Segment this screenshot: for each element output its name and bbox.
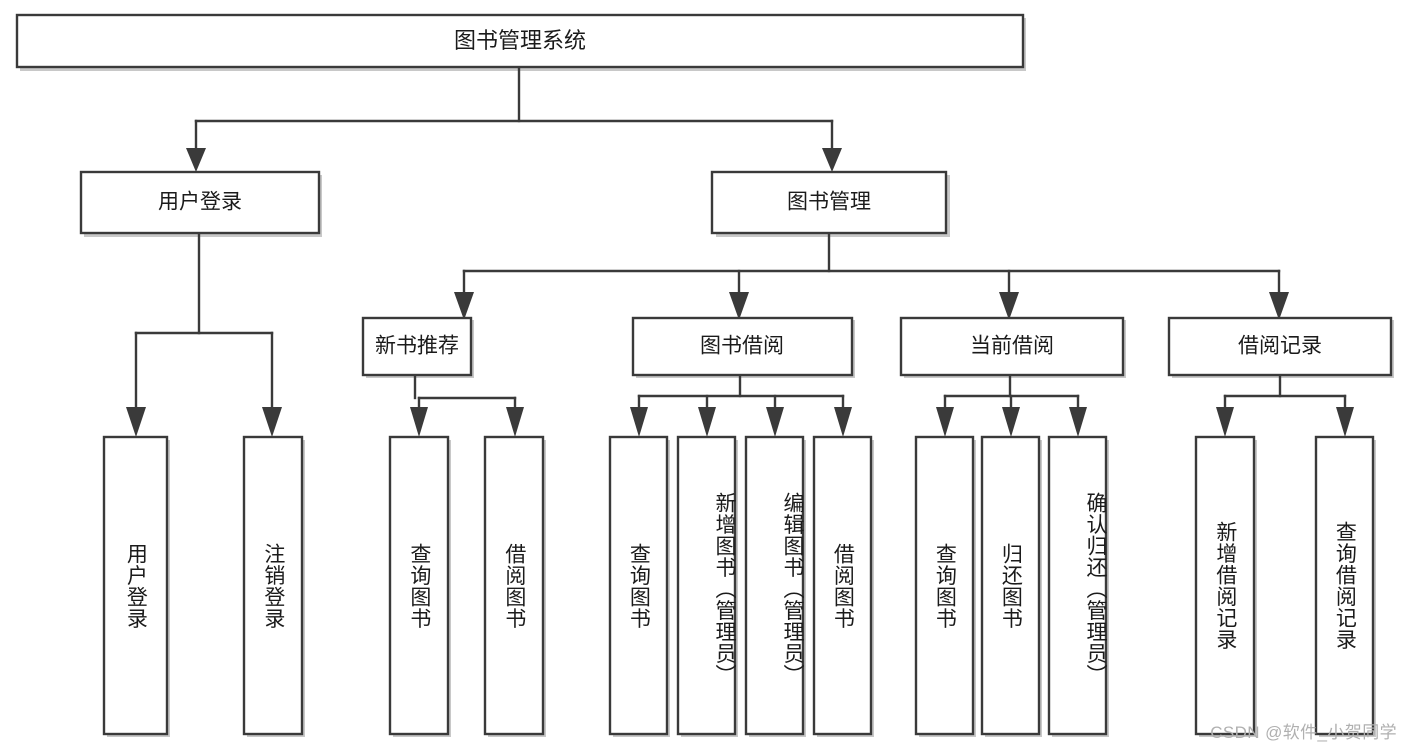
node-book-borrow-label: 图书借阅	[700, 335, 784, 358]
node-user-login-label: 用户登录	[158, 191, 242, 214]
leaf-user-login-1-box[interactable]	[102, 435, 169, 736]
arrow-heads	[126, 148, 1354, 437]
node-root-label: 图书管理系统	[454, 28, 586, 53]
leaf-book-borrow-3-box[interactable]	[744, 435, 805, 736]
node-new-book-rec-label: 新书推荐	[375, 335, 459, 358]
leaf-current-borrow-3-box[interactable]	[1047, 435, 1108, 736]
leaf-current-borrow-1-box[interactable]	[914, 435, 975, 736]
connector-edges	[134, 64, 1347, 418]
node-boxes	[15, 13, 1393, 736]
leaf-new-book-rec-2-box[interactable]	[483, 435, 545, 736]
node-borrow-record-label: 借阅记录	[1238, 335, 1322, 358]
node-book-borrow-box[interactable]	[631, 316, 854, 377]
node-book-manage-label: 图书管理	[787, 191, 871, 214]
node-user-login-box[interactable]	[79, 170, 321, 235]
node-book-manage-box[interactable]	[710, 170, 948, 235]
node-root-box[interactable]	[15, 13, 1025, 69]
horizontal-node-labels: 图书管理系统 用户登录 图书管理 新书推荐 图书借阅 当前借阅 借阅记录	[158, 28, 1322, 358]
leaf-book-borrow-2-box[interactable]	[676, 435, 737, 736]
leaf-book-borrow-1-box[interactable]	[608, 435, 669, 736]
leaf-borrow-record-2-box[interactable]	[1314, 435, 1375, 736]
leaf-user-login-2-box[interactable]	[242, 435, 304, 736]
node-borrow-record-box[interactable]	[1167, 316, 1393, 377]
leaf-book-borrow-4-box[interactable]	[812, 435, 873, 736]
node-current-borrow-label: 当前借阅	[970, 335, 1054, 358]
node-current-borrow-box[interactable]	[899, 316, 1125, 377]
node-new-book-rec-box[interactable]	[361, 316, 473, 377]
box-shadows	[20, 18, 1394, 737]
csdn-watermark: CSDN @软件_小贺同学	[1210, 723, 1397, 742]
leaf-borrow-record-1-box[interactable]	[1194, 435, 1256, 736]
leaf-current-borrow-2-box[interactable]	[980, 435, 1041, 736]
leaf-new-book-rec-1-box[interactable]	[388, 435, 450, 736]
